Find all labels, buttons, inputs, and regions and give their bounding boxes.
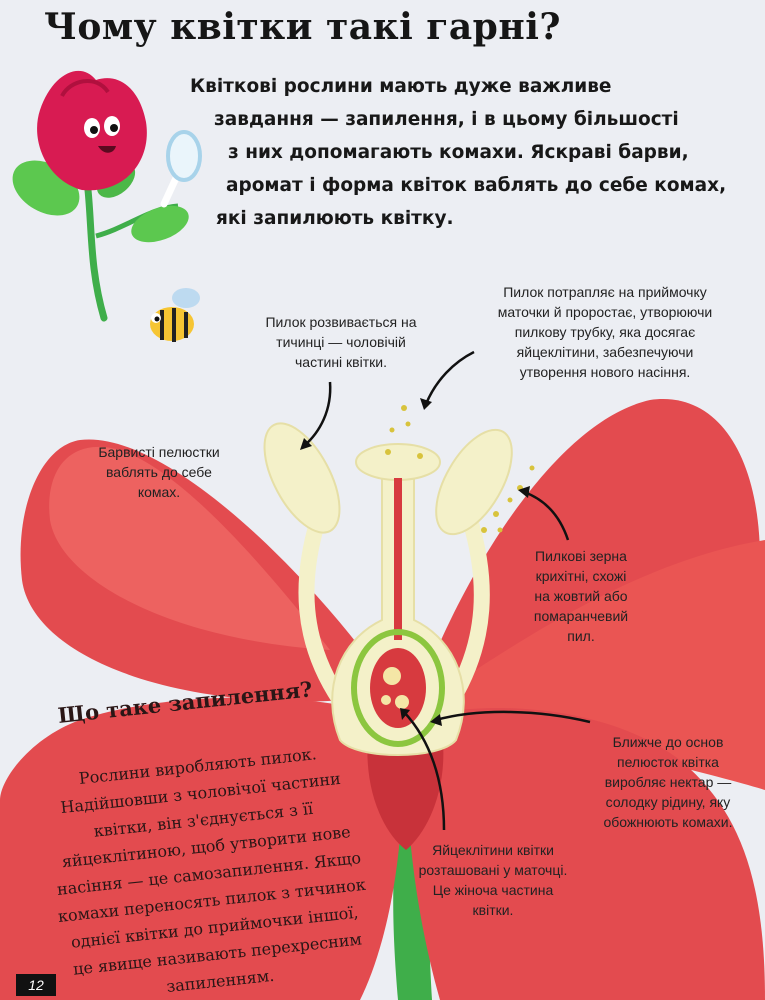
note-line: Ближче до основ [612, 734, 724, 750]
intro-paragraph: Квіткові рослини мають дуже важливе завд… [190, 70, 750, 235]
note-line: Пилкові зерна [535, 548, 627, 564]
anther-left [263, 422, 341, 534]
note-line: квітки. [472, 902, 514, 918]
note-line: пил. [567, 628, 595, 644]
intro-line: аромат і форма квіток ваблять до себе ко… [226, 175, 727, 196]
note-line: тичинці — чоловічій [276, 334, 406, 350]
note-line: на жовтий або [534, 588, 628, 604]
note-line: пилкову трубку, яка досягає [514, 324, 696, 340]
stamen-right-filament [444, 512, 490, 708]
intro-line: з них допомагають комахи. Яскраві барви, [228, 142, 689, 163]
anther-right [435, 428, 513, 536]
box-paragraph: Рослини виробляють пилок. Надійшовши з ч… [22, 734, 395, 1000]
page-number: 12 [16, 974, 56, 996]
note-line: виробляє нектар — [604, 774, 732, 790]
note-line: Це жіноча частина [432, 882, 554, 898]
page-title: Чому квітки такі гарні? [44, 6, 561, 48]
note-line: розташовані у маточці. [418, 862, 568, 878]
arrow-heads [300, 398, 530, 726]
ovary-green-ring [351, 629, 445, 747]
intro-line: які запилюють квітку. [216, 208, 454, 229]
note-line: яйцеклітини, забезпечуючи [516, 344, 694, 360]
petal-right-side [430, 540, 765, 790]
ovary [370, 648, 426, 728]
note-line: Яйцеклітини квітки [432, 842, 554, 858]
note-pollen-grains: Пилкові зерна крихітні, схожі на жовтий … [516, 546, 646, 646]
note-line: крихітні, схожі [535, 568, 627, 584]
bee-icon [150, 288, 200, 342]
rose-character [12, 70, 189, 322]
petal-left-top [49, 446, 330, 650]
note-line: Барвисті пелюстки [98, 444, 220, 460]
note-petals: Барвисті пелюстки ваблять до себе комах. [74, 442, 244, 502]
note-line: обожнюють комахи. [603, 814, 733, 830]
note-ovules: Яйцеклітини квітки розташовані у маточці… [408, 840, 578, 920]
note-line: Пилок розвивається на [265, 314, 417, 330]
ovule [395, 695, 409, 709]
ovule [381, 695, 391, 705]
note-pollen-develops: Пилок розвивається на тичинці — чоловічі… [246, 312, 436, 372]
intro-line: Квіткові рослини мають дуже важливе [190, 76, 612, 97]
note-nectar: Ближче до основ пелюсток квітка виробляє… [578, 732, 758, 832]
callout-arrows [303, 350, 591, 831]
ovule [383, 667, 401, 685]
note-line: солодку рідину, яку [605, 794, 731, 810]
note-line: утворення нового насіння. [519, 364, 691, 380]
stigma [355, 443, 441, 481]
note-line: комах. [137, 484, 181, 500]
note-line: ваблять до себе [106, 464, 212, 480]
petal-bottom-right [407, 708, 765, 1000]
petal-bottom-left [0, 697, 403, 1000]
note-line: пелюсток квітка [617, 754, 719, 770]
note-line: Пилок потрапляє на приймочку [503, 284, 707, 300]
note-line: частині квітки. [295, 354, 387, 370]
note-pollen-reaches: Пилок потрапляє на приймочку маточки й п… [470, 282, 740, 382]
magnifier-icon [160, 130, 202, 208]
note-line: помаранчевий [533, 608, 629, 624]
stamen-left-filament [298, 512, 348, 708]
intro-line: завдання — запилення, і в цьому більшост… [214, 109, 679, 130]
note-line: маточки й проростає, утворюючи [497, 304, 713, 320]
pollen-grains [385, 401, 535, 533]
